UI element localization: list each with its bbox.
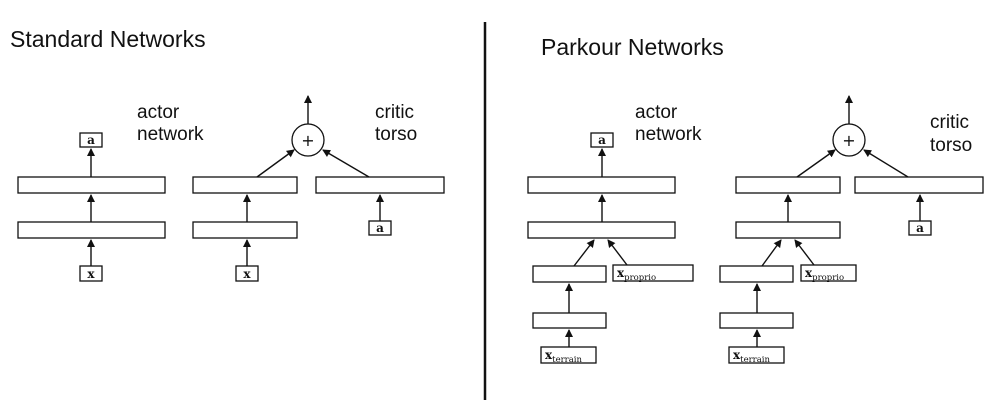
parkour-critic-action-layer bbox=[854, 176, 984, 194]
proprio-subscript: proprio bbox=[812, 273, 844, 283]
parkour-sum-symbol: + bbox=[842, 131, 855, 150]
parkour-actor-output-token: a bbox=[598, 133, 606, 147]
parkour-actor-proprio-box bbox=[612, 264, 694, 282]
parkour-critic-terrain-token: xterrain bbox=[733, 348, 771, 365]
parkour-actor-terrain-token: xterrain bbox=[545, 348, 583, 365]
standard-actor-label-2: network bbox=[137, 124, 204, 145]
terrain-subscript: terrain bbox=[740, 355, 770, 365]
parkour-critic-terrain-layer-2 bbox=[719, 265, 794, 283]
parkour-actor-terrain-layer-1 bbox=[532, 312, 607, 329]
parkour-title: Parkour Networks bbox=[541, 34, 724, 60]
parkour-actor-label-2: network bbox=[635, 124, 702, 145]
standard-critic-obs-layer-1 bbox=[192, 221, 298, 239]
standard-title: Standard Networks bbox=[10, 26, 206, 52]
standard-actor-layer-1 bbox=[17, 221, 166, 239]
standard-critic-label-1: critic bbox=[375, 102, 414, 123]
x-base: x bbox=[617, 266, 625, 280]
standard-critic-obs-layer-2 bbox=[192, 176, 298, 194]
standard-critic-label-2: torso bbox=[375, 124, 417, 145]
x-base: x bbox=[545, 348, 553, 362]
x-base: x bbox=[805, 266, 813, 280]
standard-actor-output-token: a bbox=[87, 133, 95, 147]
terrain-subscript: terrain bbox=[552, 355, 582, 365]
parkour-critic-label-2: torso bbox=[930, 135, 972, 156]
parkour-critic-proprio-token: xproprio bbox=[805, 266, 844, 283]
standard-critic-action-layer bbox=[315, 176, 445, 194]
standard-critic-action-token: a bbox=[376, 221, 384, 235]
standard-critic-input-token: x bbox=[243, 267, 251, 281]
arrow bbox=[761, 239, 782, 267]
proprio-subscript: proprio bbox=[624, 273, 656, 283]
parkour-critic-action-token: a bbox=[916, 221, 924, 235]
parkour-actor-layer-2 bbox=[527, 221, 676, 239]
parkour-actor-label-1: actor bbox=[635, 102, 678, 123]
parkour-critic-label-1: critic bbox=[930, 112, 969, 133]
parkour-actor-proprio-token: xproprio bbox=[617, 266, 656, 283]
parkour-actor-layer-3 bbox=[527, 176, 676, 194]
x-base: x bbox=[733, 348, 741, 362]
parkour-critic-obs-layer-2 bbox=[735, 221, 841, 239]
arrow bbox=[322, 149, 370, 178]
standard-actor-layer-2 bbox=[17, 176, 166, 194]
arrow bbox=[256, 149, 295, 178]
parkour-actor-output-box bbox=[590, 132, 614, 148]
standard-sum-symbol: + bbox=[301, 131, 314, 150]
parkour-critic-obs-layer-3 bbox=[735, 176, 841, 194]
standard-actor-input-token: x bbox=[87, 267, 95, 281]
parkour-critic-terrain-layer-1 bbox=[719, 312, 794, 329]
standard-actor-label-1: actor bbox=[137, 102, 180, 123]
arrow bbox=[796, 149, 836, 178]
arrow bbox=[794, 239, 815, 266]
parkour-critic-proprio-box bbox=[800, 264, 857, 282]
standard-actor-output-box bbox=[79, 132, 103, 148]
arrow bbox=[863, 149, 909, 178]
arrow bbox=[607, 239, 628, 266]
arrow bbox=[573, 239, 595, 267]
parkour-actor-terrain-layer-2 bbox=[532, 265, 607, 283]
